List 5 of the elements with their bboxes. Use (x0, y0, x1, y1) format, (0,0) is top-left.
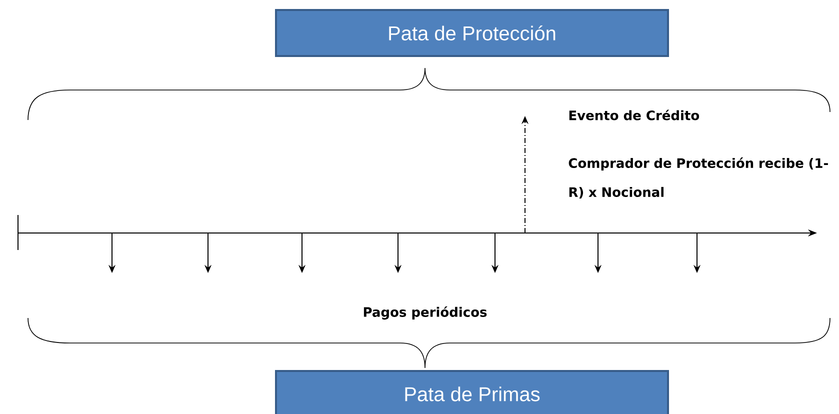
annotation-text: Evento de Crédito (569, 110, 700, 120)
title-box: Pata de Primas (275, 370, 669, 414)
title-box: Pata de Protección (275, 9, 669, 57)
annotation-text: Pagos periódicos (364, 306, 487, 320)
annotation-text: Comprador de Protección recibe (1-R) x Nocional (568, 157, 828, 199)
